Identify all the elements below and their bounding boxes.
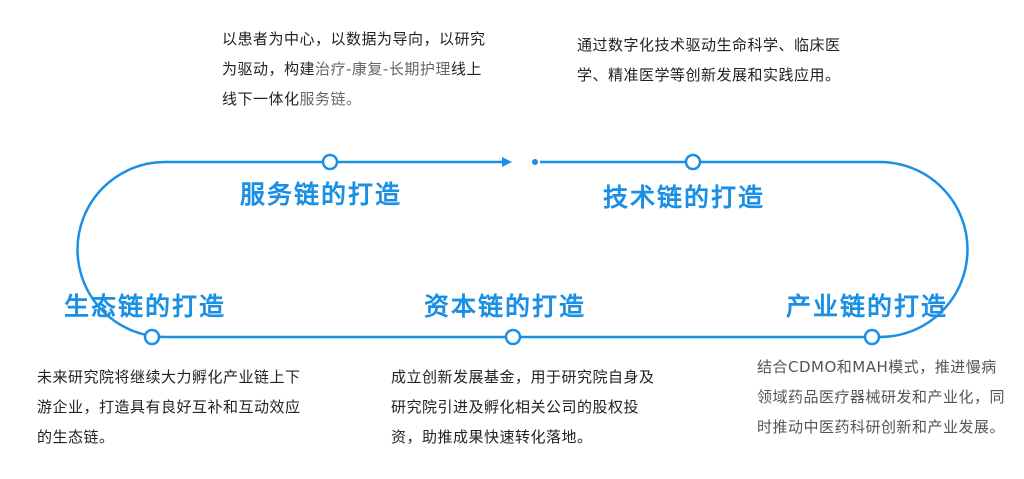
arrow-head-icon (502, 157, 512, 167)
service-title: 服务链的打造 (240, 180, 403, 209)
node-eco (143, 328, 161, 346)
eco-description: 未来研究院将继续大力孵化产业链上下游企业，打造具有良好互补和互动效应的生态链。 (37, 368, 301, 446)
eco-title: 生态链的打造 (64, 292, 227, 321)
industry-title: 产业链的打造 (786, 292, 949, 321)
node-tech (684, 153, 702, 171)
industry-description: 结合CDMO和MAH模式，推进慢病领域药品医疗器械研发和产业化，同时推动中医药科… (757, 358, 1006, 436)
track-left-loop (76, 160, 880, 339)
service-desc-highlight-2: 服务链。 (299, 90, 362, 108)
capital-description: 成立创新发展基金，用于研究院自身及研究院引进及孵化相关公司的股权投资，助推成果快… (391, 368, 655, 446)
node-service (321, 153, 339, 171)
service-desc-part-2: 线上线下一体化 (222, 60, 482, 108)
node-industry (863, 328, 881, 346)
service-desc-highlight-1: 治疗-康复-长期护理 (315, 60, 451, 78)
service-description: 以患者为中心，以数据为导向，以研究为驱动，构建治疗-康复-长期护理线上线下一体化… (222, 24, 492, 114)
capital-title: 资本链的打造 (424, 292, 587, 321)
tech-description: 通过数字化技术驱动生命科学、临床医学、精准医学等创新发展和实践应用。 (577, 36, 841, 84)
track-right-arc (540, 160, 969, 339)
tech-title: 技术链的打造 (603, 183, 766, 212)
track-start-dot (532, 159, 538, 165)
node-capital (504, 328, 522, 346)
service-desc-part-1: 以患者为中心，以数据为导向，以研究为驱动，构建 (222, 30, 486, 78)
